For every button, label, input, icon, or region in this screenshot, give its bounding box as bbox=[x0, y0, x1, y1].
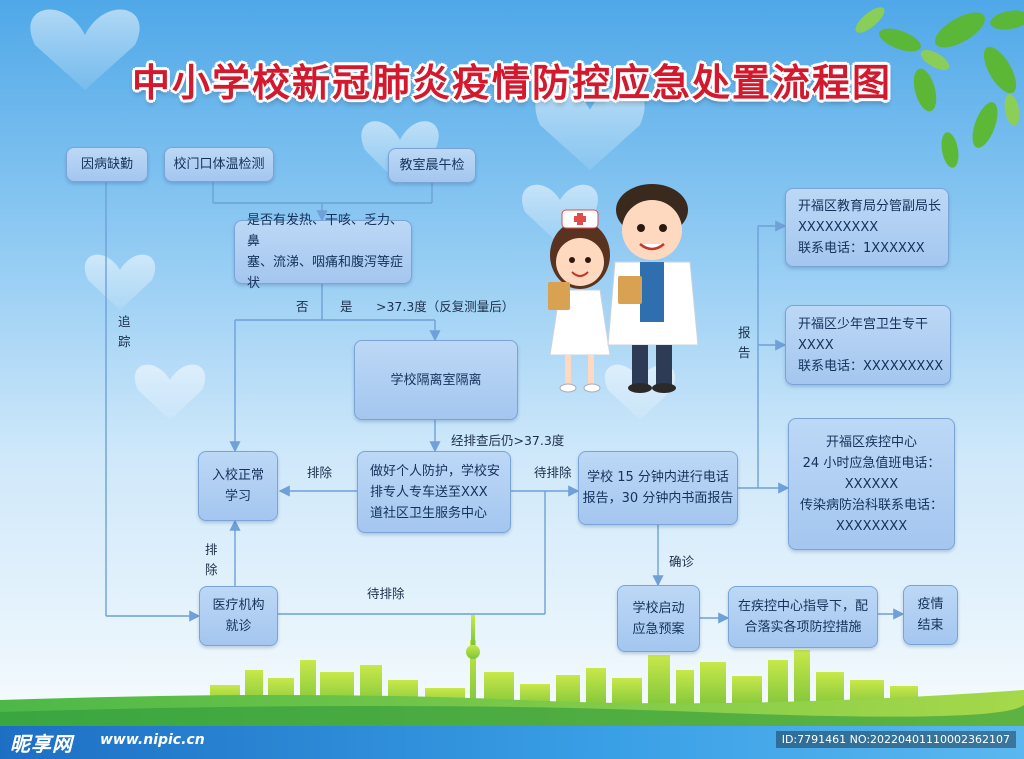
trace-label: 追 踪 bbox=[118, 314, 131, 349]
pending-exclude-label: 待排除 bbox=[534, 465, 572, 480]
medical-visit-box: 医疗机构 就诊 bbox=[199, 586, 278, 646]
sick-absence-box: 因病缺勤 bbox=[66, 147, 148, 182]
education-bureau-box: 开福区教育局分管副局长 XXXXXXXXX 联系电话：1XXXXXX bbox=[785, 188, 949, 267]
yes-label: 是 bbox=[340, 299, 353, 314]
pending-exclude-label-bottom: 待排除 bbox=[367, 586, 405, 601]
youth-palace-box: 开福区少年宫卫生专干 XXXX 联系电话：XXXXXXXXX bbox=[785, 305, 951, 385]
leaves-decoration bbox=[879, 10, 1024, 168]
no-label: 否 bbox=[296, 299, 309, 314]
report-label: 报 告 bbox=[738, 325, 751, 360]
emergency-plan-box: 学校启动 应急预案 bbox=[617, 585, 700, 652]
confirmed-label: 确诊 bbox=[669, 554, 695, 569]
cdc-guidance-box: 在疾控中心指导下，配 合落实各项防控措施 bbox=[728, 586, 878, 648]
cdc-center-box: 开福区疾控中心 24 小时应急值班电话： XXXXXX 传染病防治科联系电话： … bbox=[788, 418, 955, 550]
temperature-threshold-label: >37.3度（反复测量后） bbox=[376, 299, 515, 314]
excluded-vertical-label: 排 除 bbox=[205, 542, 218, 577]
gate-temperature-box: 校门口体温检测 bbox=[164, 147, 274, 182]
doctor-illustration bbox=[607, 184, 699, 393]
return-school-box: 入校正常 学习 bbox=[198, 451, 278, 521]
after-check-label: 经排查后仍>37.3度 bbox=[451, 433, 565, 448]
watermark-id: ID:7791461 NO:20220401110002362107 bbox=[775, 731, 1016, 748]
symptoms-box: 是否有发热、干咳、乏力、鼻 塞、流涕、咽痛和腹泻等症状 bbox=[234, 213, 412, 291]
isolation-box: 学校隔离室隔离 bbox=[354, 340, 518, 420]
nurse-illustration bbox=[548, 209, 611, 393]
watermark-logo: 昵享网 bbox=[10, 732, 73, 756]
morning-check-box: 教室晨午检 bbox=[388, 148, 476, 183]
protection-box: 做好个人防护，学校安 排专人专车送至XXX 道社区卫生服务中心 bbox=[357, 451, 511, 533]
epidemic-end-box: 疫情 结束 bbox=[903, 585, 958, 645]
watermark-url: www.nipic.cn bbox=[100, 732, 205, 748]
excluded-label: 排除 bbox=[307, 465, 333, 480]
watermark-bar bbox=[0, 726, 1024, 759]
school-report-box: 学校 15 分钟内进行电话 报告，30 分钟内书面报告 bbox=[578, 451, 738, 525]
page-title: 中小学校新冠肺炎疫情防控应急处置流程图 bbox=[131, 61, 892, 105]
